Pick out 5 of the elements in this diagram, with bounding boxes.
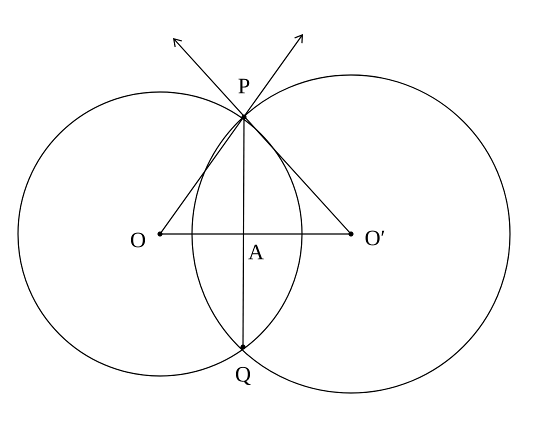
point-label: A (248, 244, 264, 260)
point-label: P (238, 78, 250, 94)
point-label: Q (236, 366, 251, 386)
point-label: O′ (366, 230, 384, 246)
point-label: O (130, 232, 146, 248)
